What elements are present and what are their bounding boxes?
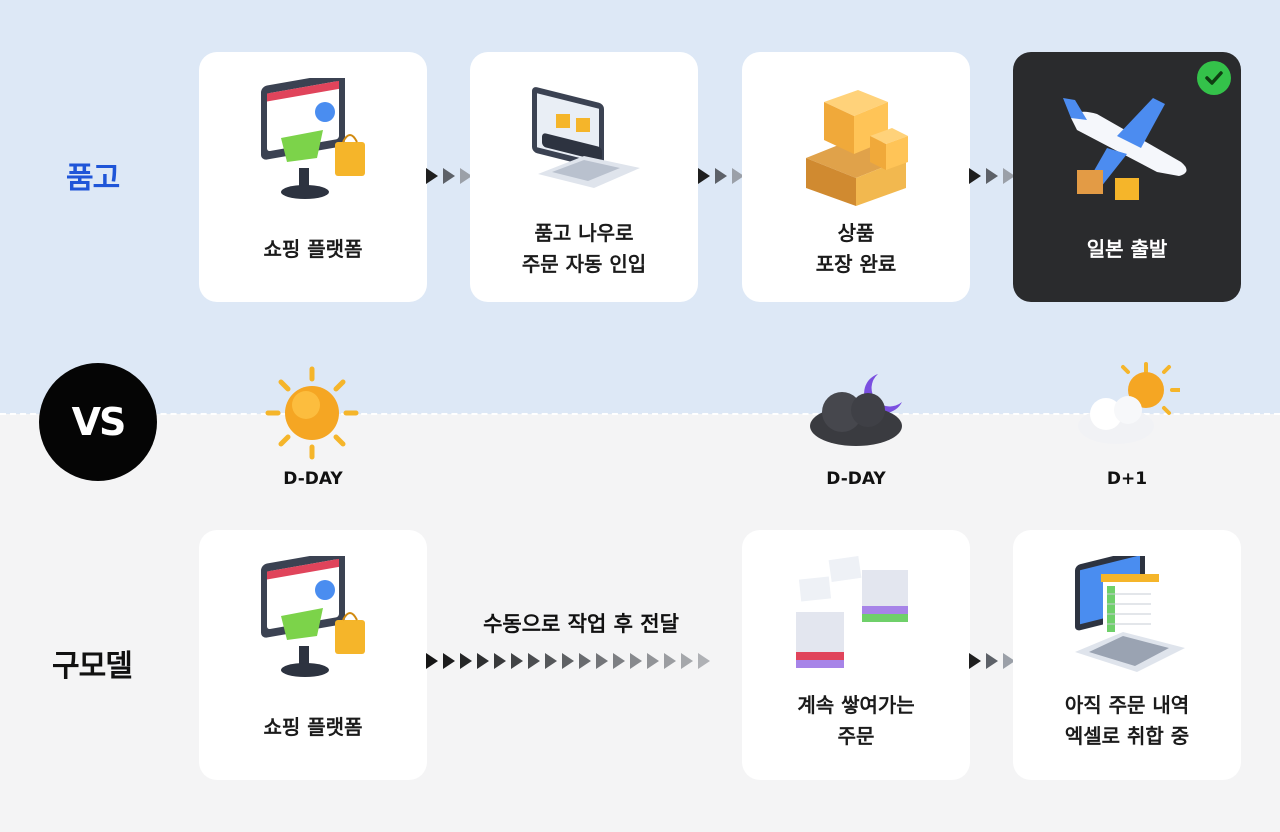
step-card-packing: 상품 포장 완료 [742, 52, 970, 302]
caption-line: 상품 [837, 221, 875, 245]
sun-icon [265, 366, 359, 460]
step-card-stacking-orders: 계속 쌓여가는 주문 [742, 530, 970, 780]
step-card-excel-collection: 아직 주문 내역 엑셀로 취합 중 [1013, 530, 1241, 780]
step-caption: 상품 포장 완료 [742, 218, 970, 280]
caption-line: 아직 주문 내역 [1064, 693, 1190, 717]
checkmark-icon [1197, 61, 1231, 95]
flow-arrows [969, 168, 1020, 184]
caption-line: 포장 완료 [815, 252, 897, 276]
night-cloud-icon [810, 374, 902, 446]
laptop-spreadsheet-icon [1075, 556, 1185, 672]
step-caption: 일본 출발 [1013, 234, 1241, 265]
caption-line: 주문 자동 인입 [521, 252, 647, 276]
boxes-icon [806, 90, 908, 206]
airplane-icon [1063, 98, 1187, 200]
flow-arrows [426, 168, 477, 184]
step-caption: 품고 나우로 주문 자동 인입 [470, 218, 698, 280]
caption-line: 계속 쌓여가는 [797, 693, 915, 717]
sun-cloud-icon [1078, 362, 1180, 444]
step-caption: 계속 쌓여가는 주문 [742, 690, 970, 752]
shopping-monitor-icon [261, 78, 365, 199]
step-card-auto-order: 품고 나우로 주문 자동 인입 [470, 52, 698, 302]
timeline-label: D-DAY [283, 469, 343, 489]
manual-step-label: 수동으로 작업 후 전달 [483, 612, 679, 636]
vs-badge: VS [39, 363, 157, 481]
laptop-conveyor-icon [532, 87, 640, 188]
step-card-shopping-platform-top: 쇼핑 플랫폼 [199, 52, 427, 302]
flow-arrows [969, 653, 1020, 669]
step-caption: 쇼핑 플랫폼 [199, 712, 427, 743]
section-divider [0, 413, 1280, 415]
caption-line: 일본 출발 [1086, 237, 1168, 261]
caption-line: 쇼핑 플랫폼 [263, 237, 363, 261]
shopping-monitor-icon [261, 556, 365, 677]
step-card-departure: 일본 출발 [1013, 52, 1241, 302]
long-flow-arrows [426, 653, 715, 669]
caption-line: 엑셀로 취합 중 [1064, 724, 1190, 748]
caption-line: 품고 나우로 [534, 221, 634, 245]
step-caption: 아직 주문 내역 엑셀로 취합 중 [1013, 690, 1241, 752]
row-label-old-model: 구모델 [52, 649, 133, 684]
step-card-shopping-platform-bottom: 쇼핑 플랫폼 [199, 530, 427, 780]
caption-line: 쇼핑 플랫폼 [263, 715, 363, 739]
row-label-pumgo: 품고 [66, 161, 120, 196]
step-caption: 쇼핑 플랫폼 [199, 234, 427, 265]
timeline-label: D+1 [1106, 469, 1148, 489]
stacked-documents-icon [796, 556, 908, 668]
timeline-label: D-DAY [826, 469, 886, 489]
flow-arrows [698, 168, 749, 184]
caption-line: 주문 [837, 724, 875, 748]
